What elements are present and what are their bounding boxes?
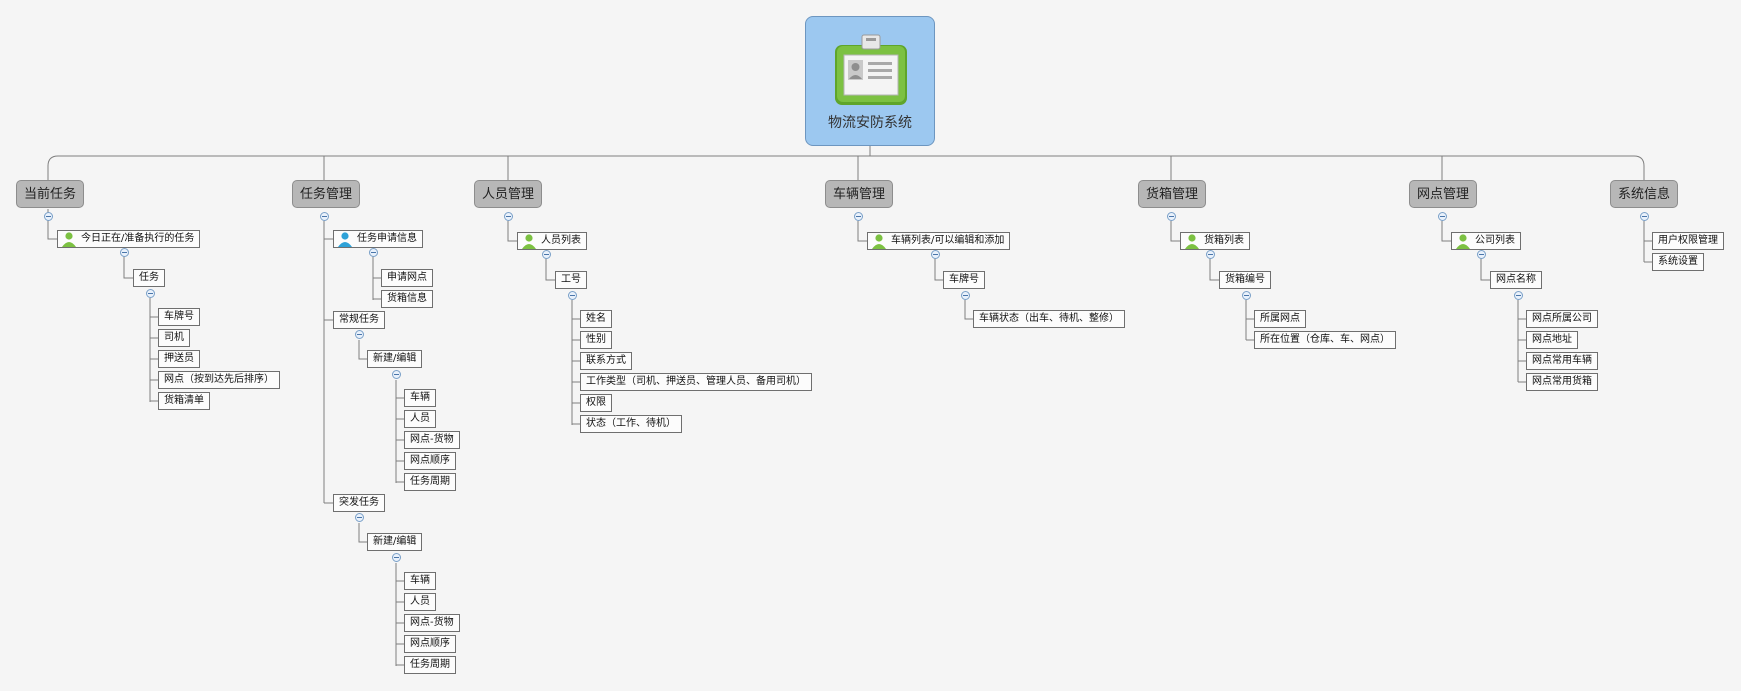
collapse-toggle[interactable]: [1514, 291, 1523, 300]
collapse-toggle[interactable]: [1477, 250, 1486, 259]
node-sudden-task[interactable]: 突发任务: [333, 494, 385, 512]
node-field[interactable]: 权限: [580, 394, 612, 412]
node-task[interactable]: 任务: [133, 269, 165, 287]
node-field[interactable]: 任务周期: [404, 656, 456, 674]
collapse-toggle[interactable]: [1242, 291, 1251, 300]
node-box-list[interactable]: 货箱列表: [1180, 232, 1250, 250]
node-regular-edit[interactable]: 新建/编辑: [367, 350, 423, 368]
collapse-toggle[interactable]: [931, 250, 940, 259]
node-field[interactable]: 申请网点: [381, 269, 433, 287]
node-user-permissions[interactable]: 用户权限管理: [1652, 232, 1724, 250]
node-field[interactable]: 网点所属公司: [1526, 310, 1598, 328]
collapse-toggle[interactable]: [355, 513, 364, 522]
collapse-toggle[interactable]: [392, 370, 401, 379]
node-regular-task[interactable]: 常规任务: [333, 311, 385, 329]
node-field[interactable]: 人员: [404, 593, 436, 611]
person-icon: [1456, 234, 1470, 249]
node-field[interactable]: 押送员: [158, 350, 200, 368]
collapse-toggle[interactable]: [1640, 212, 1649, 221]
id-badge-icon: [835, 34, 907, 105]
collapse-toggle[interactable]: [392, 553, 401, 562]
node-field[interactable]: 工作类型（司机、押送员、管理人员、备用司机）: [580, 373, 812, 391]
node-field[interactable]: 网点（按到达先后排序）: [158, 371, 280, 389]
node-field[interactable]: 司机: [158, 329, 190, 347]
node-field[interactable]: 货箱清单: [158, 392, 210, 410]
category-site-management[interactable]: 网点管理: [1409, 180, 1478, 208]
node-field[interactable]: 所属网点: [1254, 310, 1306, 328]
node-field[interactable]: 姓名: [580, 310, 612, 328]
collapse-toggle[interactable]: [568, 291, 577, 300]
node-task-apply-info[interactable]: 任务申请信息: [333, 230, 423, 248]
node-vehicle-status[interactable]: 车辆状态（出车、待机、整修）: [973, 310, 1125, 328]
collapse-toggle[interactable]: [1206, 250, 1215, 259]
node-company-list[interactable]: 公司列表: [1451, 232, 1521, 250]
category-system-info[interactable]: 系统信息: [1610, 180, 1679, 208]
node-field[interactable]: 货箱信息: [381, 290, 433, 308]
node-field[interactable]: 车牌号: [158, 308, 200, 326]
person-icon: [1185, 234, 1199, 249]
collapse-toggle[interactable]: [320, 212, 329, 221]
category-current-task[interactable]: 当前任务: [16, 180, 85, 208]
node-plate[interactable]: 车牌号: [943, 271, 985, 289]
collapse-toggle[interactable]: [369, 248, 378, 257]
node-field[interactable]: 网点-货物: [404, 431, 460, 449]
node-box-id[interactable]: 货箱编号: [1219, 271, 1271, 289]
node-field[interactable]: 网点地址: [1526, 331, 1578, 349]
node-site-name[interactable]: 网点名称: [1490, 271, 1542, 289]
collapse-toggle[interactable]: [44, 212, 53, 221]
node-field[interactable]: 网点常用货箱: [1526, 373, 1598, 391]
category-task-management[interactable]: 任务管理: [292, 180, 361, 208]
collapse-toggle[interactable]: [355, 330, 364, 339]
node-today-tasks[interactable]: 今日正在/准备执行的任务: [57, 230, 201, 248]
node-field[interactable]: 任务周期: [404, 473, 456, 491]
node-field[interactable]: 网点常用车辆: [1526, 352, 1598, 370]
node-field[interactable]: 所在位置（仓库、车、网点）: [1254, 331, 1396, 349]
node-field[interactable]: 性别: [580, 331, 612, 349]
person-icon: [522, 234, 536, 249]
node-vehicle-list[interactable]: 车辆列表/可以编辑和添加: [867, 232, 1011, 250]
node-field[interactable]: 状态（工作、待机）: [580, 415, 682, 433]
node-field[interactable]: 车辆: [404, 572, 436, 590]
category-vehicle-management[interactable]: 车辆管理: [825, 180, 894, 208]
node-field[interactable]: 网点-货物: [404, 614, 460, 632]
collapse-toggle[interactable]: [504, 212, 513, 221]
person-icon: [872, 234, 886, 249]
node-field[interactable]: 网点顺序: [404, 452, 456, 470]
node-sudden-edit[interactable]: 新建/编辑: [367, 533, 423, 551]
node-field[interactable]: 车辆: [404, 389, 436, 407]
node-employee-id[interactable]: 工号: [555, 271, 587, 289]
node-field[interactable]: 人员: [404, 410, 436, 428]
category-people-management[interactable]: 人员管理: [474, 180, 543, 208]
node-people-list[interactable]: 人员列表: [517, 232, 587, 250]
category-box-management[interactable]: 货箱管理: [1138, 180, 1207, 208]
node-field[interactable]: 网点顺序: [404, 635, 456, 653]
node-field[interactable]: 联系方式: [580, 352, 632, 370]
collapse-toggle[interactable]: [542, 250, 551, 259]
collapse-toggle[interactable]: [854, 212, 863, 221]
collapse-toggle[interactable]: [1438, 212, 1447, 221]
root-node[interactable]: 物流安防系统: [805, 16, 935, 146]
node-system-settings[interactable]: 系统设置: [1652, 253, 1704, 271]
collapse-toggle[interactable]: [146, 289, 155, 298]
person-icon: [62, 232, 76, 247]
collapse-toggle[interactable]: [961, 291, 970, 300]
collapse-toggle[interactable]: [1167, 212, 1176, 221]
collapse-toggle[interactable]: [120, 248, 129, 257]
person-icon: [338, 232, 352, 247]
root-label: 物流安防系统: [828, 115, 912, 131]
